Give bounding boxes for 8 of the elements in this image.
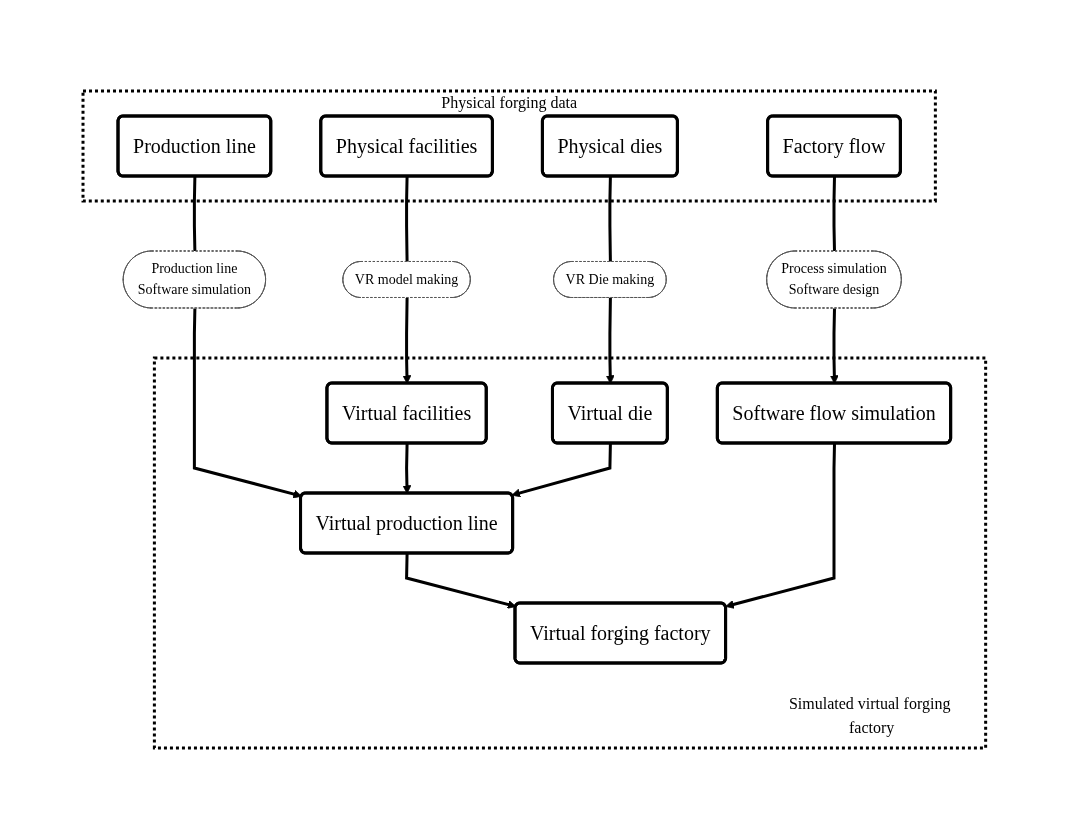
connector bbox=[832, 176, 837, 252]
arrow bbox=[511, 443, 613, 498]
arrow bbox=[725, 443, 837, 609]
arrow bbox=[193, 308, 303, 499]
arrow bbox=[405, 553, 517, 609]
connector bbox=[608, 176, 613, 263]
connector bbox=[193, 176, 197, 252]
connector bbox=[405, 176, 409, 263]
